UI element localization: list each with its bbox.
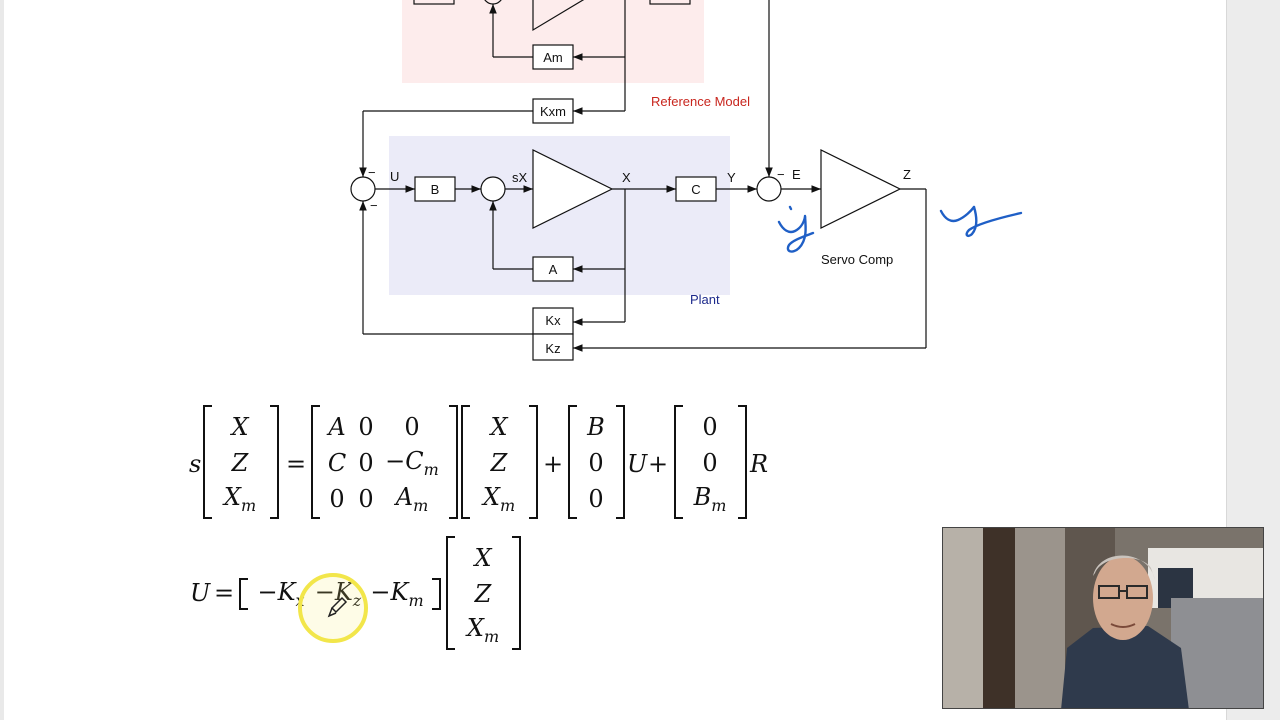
servo-integrator — [820, 149, 902, 229]
vector-entry: Bm — [693, 483, 727, 515]
bracket — [311, 405, 320, 519]
eq2-state-vector: X Z Xm — [455, 540, 511, 648]
matrix-entry: Am — [395, 483, 429, 515]
bracket — [512, 536, 521, 650]
a-block-label: A — [549, 262, 558, 277]
eq1-u: U — [627, 450, 648, 478]
summing-junction-error — [756, 176, 782, 202]
bracket — [432, 578, 441, 610]
bracket — [446, 536, 455, 650]
plant-label: Plant — [690, 292, 720, 307]
vector-entry: Xm — [466, 614, 500, 646]
bracket — [738, 405, 747, 519]
handwritten-annotations — [777, 205, 1023, 253]
servo-comp-label: Servo Comp — [821, 252, 893, 267]
a-block — [532, 256, 574, 282]
eq1-system-matrix: A 0 0 C 0 −Cm 0 0 Am — [322, 409, 444, 517]
summing-junction-input — [350, 176, 376, 202]
minus-sign-bottom: − — [370, 198, 378, 213]
vector-entry: 0 — [588, 449, 604, 477]
matrix-entry: 0 — [358, 413, 374, 441]
eq1-reference-vector: 0 0 Bm — [683, 409, 737, 517]
kxm-block — [532, 98, 574, 124]
vector-entry: Z — [474, 580, 492, 608]
bracket — [616, 405, 625, 519]
c-block-label: C — [691, 182, 700, 197]
plant-integrator — [532, 149, 614, 229]
matrix-entry: 0 — [404, 413, 420, 441]
pen-icon — [327, 596, 348, 618]
kxm-block-label: Kxm — [540, 104, 566, 119]
vector-entry: 0 — [588, 485, 604, 513]
kx-block — [532, 307, 574, 335]
bracket — [674, 405, 683, 519]
kz-block — [532, 333, 574, 361]
eq1-s: s — [189, 450, 202, 478]
presenter-webcam — [942, 527, 1264, 709]
vector-entry: X — [231, 413, 249, 441]
signal-y-label: Y — [727, 170, 736, 185]
am-block-label: Am — [543, 50, 563, 65]
eq1-plus-2: + — [648, 450, 669, 478]
block-diagram: Reference Model Plant Servo Comp Am Kxm — [350, 0, 1023, 361]
kx-block-label: Kx — [545, 313, 561, 328]
cursor-highlight — [298, 573, 368, 643]
bracket — [270, 405, 279, 519]
c-block — [675, 176, 717, 202]
gain-entry: −Km — [370, 578, 424, 610]
signal-lines — [359, 185, 927, 352]
eq1-plus-1: + — [543, 450, 564, 478]
bracket — [203, 405, 212, 519]
bracket — [568, 405, 577, 519]
signal-e-label: E — [792, 167, 801, 182]
bracket — [449, 405, 458, 519]
eq1-r: R — [750, 450, 769, 478]
bracket — [461, 405, 470, 519]
am-block — [532, 44, 574, 70]
vector-entry: Z — [490, 449, 508, 477]
eq1-lhs-vector: X Z Xm — [212, 409, 268, 517]
eq2-u: U — [190, 579, 211, 607]
vector-entry: Xm — [223, 483, 257, 515]
signal-z-label: Z — [903, 167, 911, 182]
vector-entry: X — [490, 413, 508, 441]
vector-entry: 0 — [702, 413, 718, 441]
vector-entry: Z — [231, 449, 249, 477]
eq2-equals: = — [214, 579, 235, 607]
eq1-state-vector: X Z Xm — [470, 409, 528, 517]
reference-model-region — [402, 0, 704, 83]
matrix-entry: 0 — [358, 485, 374, 513]
webcam-frame — [943, 528, 1263, 708]
signal-sx-label: sX — [512, 170, 528, 185]
matrix-entry: A — [328, 413, 346, 441]
bracket — [529, 405, 538, 519]
kz-block-label: Kz — [545, 341, 560, 356]
vector-entry: X — [474, 544, 492, 572]
minus-sign-top: − — [368, 165, 376, 180]
reference-model-label: Reference Model — [651, 94, 750, 109]
b-block-label: B — [431, 182, 440, 197]
vector-entry: B — [587, 413, 605, 441]
reference-model-blocks — [359, 0, 773, 177]
signal-x-label: X — [622, 170, 631, 185]
matrix-entry: 0 — [358, 449, 374, 477]
eq1-equals: = — [286, 450, 307, 478]
matrix-entry: C — [327, 449, 347, 477]
matrix-entry: −Cm — [385, 447, 439, 479]
summing-junction-plant — [480, 176, 506, 202]
minus-sign-error: − — [777, 167, 785, 182]
matrix-entry: 0 — [329, 485, 345, 513]
bracket — [239, 578, 248, 610]
signal-u-label: U — [390, 169, 399, 184]
eq1-input-vector: B 0 0 — [577, 409, 615, 517]
vector-entry: Xm — [482, 483, 516, 515]
b-block — [414, 176, 456, 202]
vector-entry: 0 — [702, 449, 718, 477]
